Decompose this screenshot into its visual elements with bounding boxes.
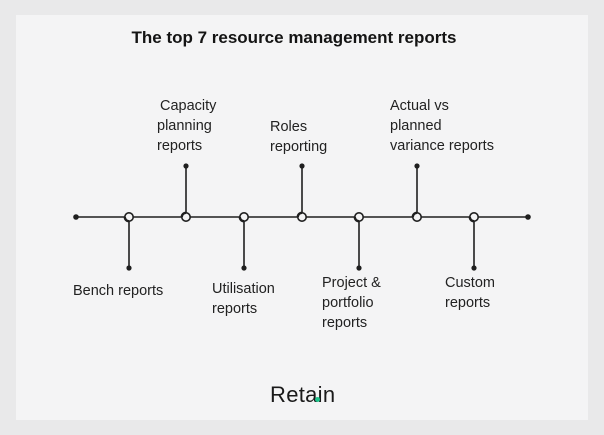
junction-arc-capacity [180, 211, 187, 218]
report-label-line: planned [390, 118, 442, 134]
junction-arc-actual [411, 211, 418, 218]
report-label-line: portfolio [322, 295, 374, 311]
report-label-line: reports [322, 315, 368, 331]
timeline-start-dot [73, 214, 79, 220]
report-label-line: Roles [270, 119, 308, 135]
connector-dot-bench [126, 265, 132, 271]
connector-dot-roles [299, 163, 305, 169]
connector-dot-capacity [183, 163, 189, 169]
report-label-bench: Bench reports [73, 281, 163, 301]
brand-wordmark: Retain [270, 382, 336, 407]
report-label-line: Custom [445, 275, 495, 291]
report-label-actual: Actual vs planned variance reports [390, 96, 494, 156]
report-label-roles: Roles reporting [270, 117, 327, 157]
report-label-line: reporting [270, 139, 328, 155]
report-label-line: planning [157, 118, 212, 134]
junction-arc-roles [296, 211, 303, 218]
report-label-line: Capacity [160, 98, 217, 114]
report-label-line: reports [157, 138, 203, 154]
report-label-line: Actual vs [390, 98, 449, 114]
timeline-end-dot [525, 214, 531, 220]
report-label-capacity: Capacity planning reports [157, 96, 216, 156]
connector-dot-project [356, 265, 362, 271]
logo-accent-dot [315, 397, 320, 402]
report-label-line: reports [212, 301, 258, 317]
connector-dot-utilisation [241, 265, 247, 271]
junction-arc-custom [468, 216, 475, 223]
report-label-line: Bench reports [73, 283, 164, 299]
report-label-line: Project & [322, 275, 381, 291]
report-label-line: reports [445, 295, 491, 311]
report-label-line: variance reports [390, 138, 494, 154]
report-label-utilisation: Utilisation reports [212, 279, 275, 319]
diagram-title: The top 7 resource management reports [131, 28, 457, 47]
retain-logo: Retain [270, 382, 335, 408]
report-label-custom: Custom reports [445, 273, 495, 313]
report-label-project: Project & portfolio reports [322, 273, 381, 333]
junction-arc-bench [123, 216, 130, 223]
report-label-line: Utilisation [212, 281, 275, 297]
connector-dot-actual [414, 163, 420, 169]
junction-arc-utilisation [238, 216, 245, 223]
connector-dot-custom [471, 265, 477, 271]
junction-arc-project [353, 216, 360, 223]
